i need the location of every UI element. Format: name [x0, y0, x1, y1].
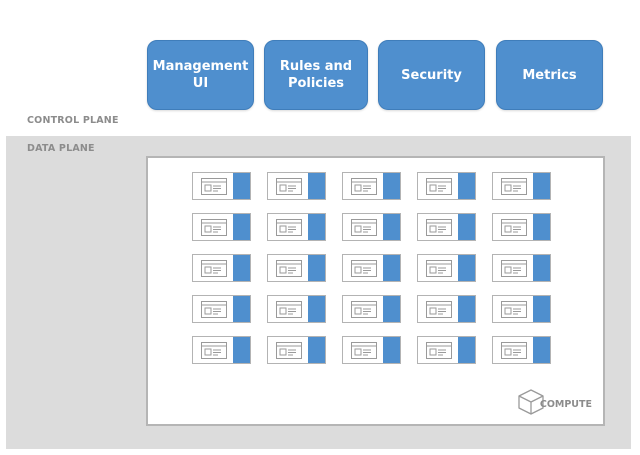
compute-area: COMPUTE	[146, 156, 605, 426]
sidecar-proxy	[233, 214, 250, 240]
sidecar-proxy	[233, 255, 250, 281]
metrics-box: Metrics	[496, 40, 603, 110]
sidecar-proxy	[458, 255, 475, 281]
sidecar-proxy	[308, 173, 325, 199]
app-window-icon	[501, 178, 527, 199]
sidecar-proxy	[533, 214, 550, 240]
sidecar-proxy	[533, 255, 550, 281]
service-instance	[267, 213, 326, 241]
app-window-icon	[276, 301, 302, 322]
app-window-icon	[276, 260, 302, 281]
app-window-icon	[351, 301, 377, 322]
service-instance	[492, 254, 551, 282]
sidecar-proxy	[458, 337, 475, 363]
sidecar-proxy	[308, 337, 325, 363]
sidecar-proxy	[308, 255, 325, 281]
security-box: Security	[378, 40, 485, 110]
service-instance	[492, 336, 551, 364]
service-grid	[148, 158, 603, 424]
sidecar-proxy	[383, 173, 400, 199]
app-window-icon	[426, 342, 452, 363]
app-window-icon	[201, 260, 227, 281]
service-instance	[342, 172, 401, 200]
app-window-icon	[501, 342, 527, 363]
sidecar-proxy	[308, 296, 325, 322]
service-instance	[417, 336, 476, 364]
management-ui-box: Management UI	[147, 40, 254, 110]
app-window-icon	[276, 178, 302, 199]
app-window-icon	[501, 301, 527, 322]
sidecar-proxy	[458, 173, 475, 199]
service-instance	[492, 213, 551, 241]
app-window-icon	[351, 342, 377, 363]
sidecar-proxy	[383, 255, 400, 281]
sidecar-proxy	[458, 214, 475, 240]
app-window-icon	[426, 301, 452, 322]
app-window-icon	[276, 219, 302, 240]
app-window-icon	[426, 260, 452, 281]
service-instance	[267, 254, 326, 282]
sidecar-proxy	[458, 296, 475, 322]
app-window-icon	[201, 301, 227, 322]
service-instance	[267, 172, 326, 200]
cube-icon	[518, 389, 544, 415]
service-instance	[492, 295, 551, 323]
sidecar-proxy	[233, 337, 250, 363]
app-window-icon	[351, 219, 377, 240]
service-instance	[342, 254, 401, 282]
app-window-icon	[501, 260, 527, 281]
app-window-icon	[201, 342, 227, 363]
service-instance	[417, 213, 476, 241]
app-window-icon	[201, 178, 227, 199]
app-window-icon	[426, 219, 452, 240]
app-window-icon	[276, 342, 302, 363]
service-instance	[342, 213, 401, 241]
compute-label: COMPUTE	[539, 399, 592, 410]
sidecar-proxy	[533, 337, 550, 363]
sidecar-proxy	[533, 296, 550, 322]
service-instance	[417, 254, 476, 282]
service-instance	[492, 172, 551, 200]
sidecar-proxy	[383, 214, 400, 240]
app-window-icon	[351, 178, 377, 199]
rules-and-policies-box: Rules and Policies	[264, 40, 368, 110]
sidecar-proxy	[233, 296, 250, 322]
service-instance	[342, 295, 401, 323]
service-instance	[192, 336, 251, 364]
service-instance	[192, 295, 251, 323]
sidecar-proxy	[308, 214, 325, 240]
app-window-icon	[426, 178, 452, 199]
service-instance	[417, 172, 476, 200]
sidecar-proxy	[533, 173, 550, 199]
sidecar-proxy	[383, 296, 400, 322]
control-plane-label: CONTROL PLANE	[27, 115, 119, 126]
app-window-icon	[201, 219, 227, 240]
sidecar-proxy	[383, 337, 400, 363]
data-plane-label: DATA PLANE	[27, 143, 95, 154]
service-instance	[342, 336, 401, 364]
sidecar-proxy	[233, 173, 250, 199]
app-window-icon	[501, 219, 527, 240]
service-instance	[192, 213, 251, 241]
app-window-icon	[351, 260, 377, 281]
service-instance	[267, 336, 326, 364]
service-instance	[417, 295, 476, 323]
service-instance	[192, 172, 251, 200]
service-instance	[267, 295, 326, 323]
service-instance	[192, 254, 251, 282]
